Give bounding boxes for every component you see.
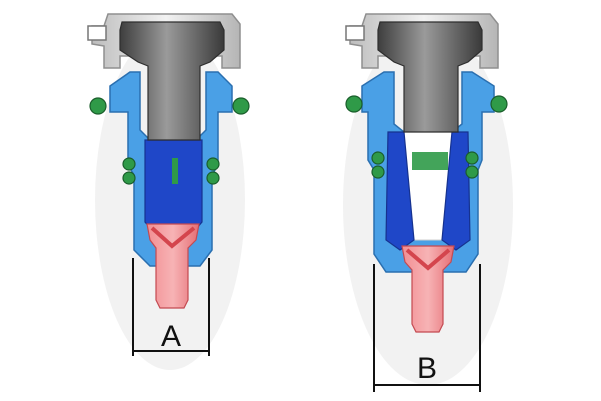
nozzle-b-inner-stripe <box>412 152 448 170</box>
nozzle-b-seal-ring-3 <box>371 151 385 165</box>
nozzle-a-tip <box>146 223 200 309</box>
nozzle-b-tip <box>401 245 455 333</box>
dimension-a-label: A <box>161 320 181 353</box>
dimension-b <box>373 264 481 392</box>
nozzle-a-seal-ring-6 <box>206 171 220 185</box>
nozzle-b-seal-ring-2 <box>490 95 508 113</box>
nozzle-b: B <box>343 13 513 392</box>
nozzle-a-inner-stripe <box>172 158 178 184</box>
nozzle-a-tip-groove <box>150 226 196 249</box>
nozzle-a-spindle <box>119 21 225 141</box>
dimension-a <box>132 258 210 356</box>
nozzle-a-seal-ring-1 <box>89 97 107 115</box>
nozzle-a-seal-ring-3 <box>122 157 136 171</box>
nozzle-a-inner-sleeve <box>144 139 203 237</box>
nozzle-a-seal-ring-2 <box>232 97 250 115</box>
nozzle-b-seal-ring-4 <box>371 165 385 179</box>
nozzle-b-seal-ring-5 <box>465 151 479 165</box>
nozzle-b-inner-sleeve-right <box>441 131 471 251</box>
dimension-b-label: B <box>417 352 437 385</box>
nozzle-b-spindle <box>377 21 483 133</box>
nozzle-b-tip-groove <box>405 248 451 271</box>
nozzle-a-clip <box>87 25 107 41</box>
nozzle-b-clip <box>345 25 365 41</box>
nozzle-b-seal-ring-6 <box>465 165 479 179</box>
nozzle-b-seal-ring-1 <box>345 95 363 113</box>
nozzle-a: A <box>87 13 250 370</box>
nozzle-b-inner-sleeve-left <box>385 131 415 251</box>
nozzle-a-seal-ring-4 <box>122 171 136 185</box>
nozzle-a-seal-ring-5 <box>206 157 220 171</box>
